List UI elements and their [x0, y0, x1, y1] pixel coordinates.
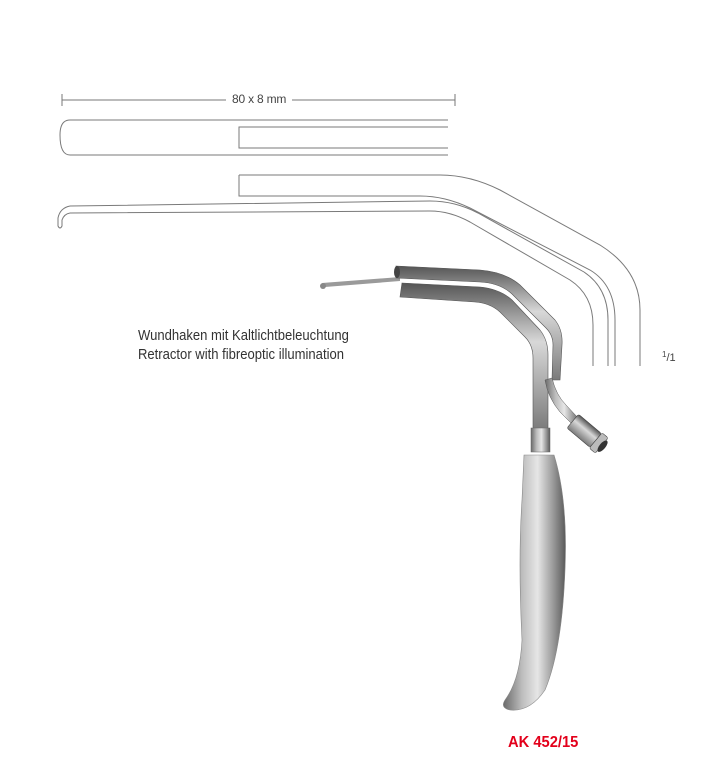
dimension-label: 80 x 8 mm — [226, 92, 293, 106]
scale-numerator: 1 — [662, 350, 667, 359]
scale-denominator: 1 — [669, 352, 676, 364]
product-code: AK 452/15 — [508, 734, 579, 751]
scale-indicator: 1/1 — [662, 350, 676, 364]
caption-german: Wundhaken mit Kaltlichtbeleuchtung — [138, 328, 349, 344]
caption-english: Retractor with fibreoptic illumination — [138, 347, 344, 363]
blade-side-view — [57, 174, 641, 366]
product-caption: Wundhaken mit Kaltlichtbeleuchtung Retra… — [138, 327, 349, 365]
instrument-image — [320, 265, 608, 711]
blade-top-view — [59, 119, 448, 156]
